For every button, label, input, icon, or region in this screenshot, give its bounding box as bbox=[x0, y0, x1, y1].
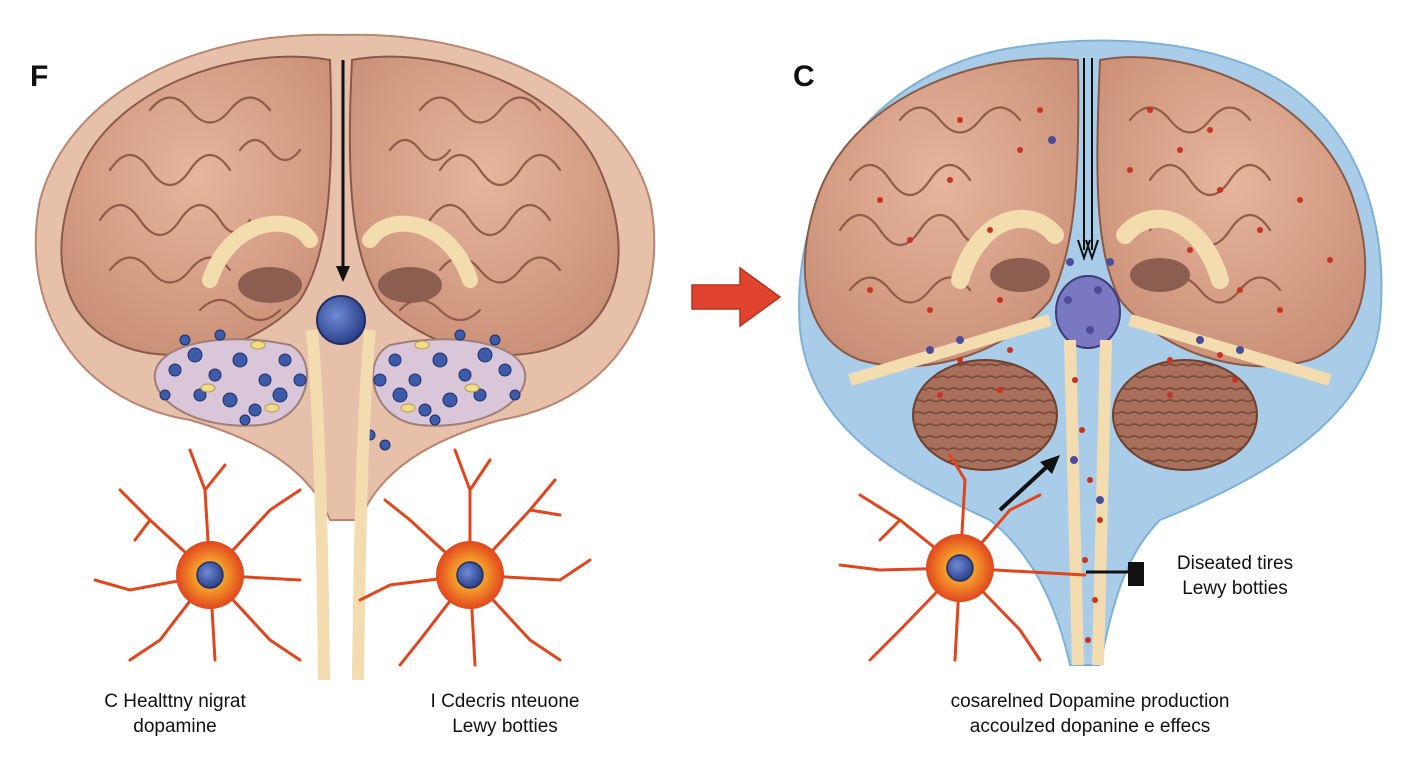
caption-line: Lewy botties bbox=[1182, 577, 1288, 599]
caption-line: I Cdecris nteuone bbox=[430, 691, 580, 712]
diseased-diagonal-arrow bbox=[998, 460, 1054, 512]
healthy-ventricle-left bbox=[238, 267, 302, 303]
panel-label-left: F bbox=[30, 60, 49, 93]
panel-label-right: C bbox=[793, 60, 815, 93]
healthy-down-arrowhead bbox=[336, 266, 350, 282]
caption-line: accoulzed dopanine e effecs bbox=[969, 715, 1211, 737]
diseased-label-marker bbox=[1128, 562, 1144, 586]
healthy-ventricle-right bbox=[378, 267, 442, 303]
diseased-central-nucleus bbox=[1055, 275, 1121, 349]
healthy-callosum-left bbox=[202, 215, 318, 288]
diseased-cerebellum-right bbox=[1112, 359, 1258, 471]
diseased-ventricle-left bbox=[990, 258, 1050, 292]
healthy-neuron-caption: C Healttny nigrat dopamine bbox=[55, 690, 295, 739]
caption-line: C Healttny nigrat bbox=[104, 691, 246, 712]
caption-line: dopamine bbox=[133, 715, 217, 737]
diseased-cerebellum-left bbox=[912, 359, 1058, 471]
diseased-neuron bbox=[838, 453, 1087, 662]
diseased-diagonal-arrowhead bbox=[1040, 455, 1060, 474]
healthy-neuron-left bbox=[93, 448, 302, 662]
diseased-band-left bbox=[848, 314, 1052, 386]
diseased-caption: cosarelned Dopamine production accoulzed… bbox=[880, 690, 1300, 739]
healthy-central-nucleus bbox=[316, 295, 366, 345]
diseased-callosum-left bbox=[951, 209, 1064, 289]
diseased-ventricle-right bbox=[1130, 258, 1190, 292]
diseased-arrowhead-2 bbox=[1085, 239, 1099, 262]
transition-arrow bbox=[691, 266, 782, 328]
healthy-fiber-right bbox=[352, 329, 376, 681]
healthy-brain-illustration bbox=[34, 33, 656, 681]
diseased-band-right bbox=[1128, 314, 1332, 386]
caption-line: Lewy botties bbox=[452, 715, 558, 737]
caption-line: cosarelned Dopamine production bbox=[950, 691, 1230, 712]
healthy-callosum-right bbox=[362, 215, 478, 288]
diseased-fiber-left bbox=[1064, 339, 1084, 666]
diseased-callosum-right bbox=[1116, 209, 1229, 289]
diseased-dopamine-vesicles bbox=[926, 136, 1244, 504]
healthy-neuron-right bbox=[358, 448, 592, 667]
diseased-fiber-right bbox=[1092, 339, 1112, 666]
lewy-neuron-caption: I Cdecris nteuone Lewy botties bbox=[385, 690, 625, 739]
caption-line: Diseated tires bbox=[1176, 553, 1294, 574]
diseased-brain-illustration bbox=[798, 39, 1383, 666]
healthy-glia bbox=[200, 340, 480, 413]
diseased-side-label: Diseated tires Lewy botties bbox=[1150, 552, 1320, 601]
healthy-fiber-left bbox=[306, 329, 330, 681]
diseased-lewy-bodies bbox=[867, 107, 1333, 643]
